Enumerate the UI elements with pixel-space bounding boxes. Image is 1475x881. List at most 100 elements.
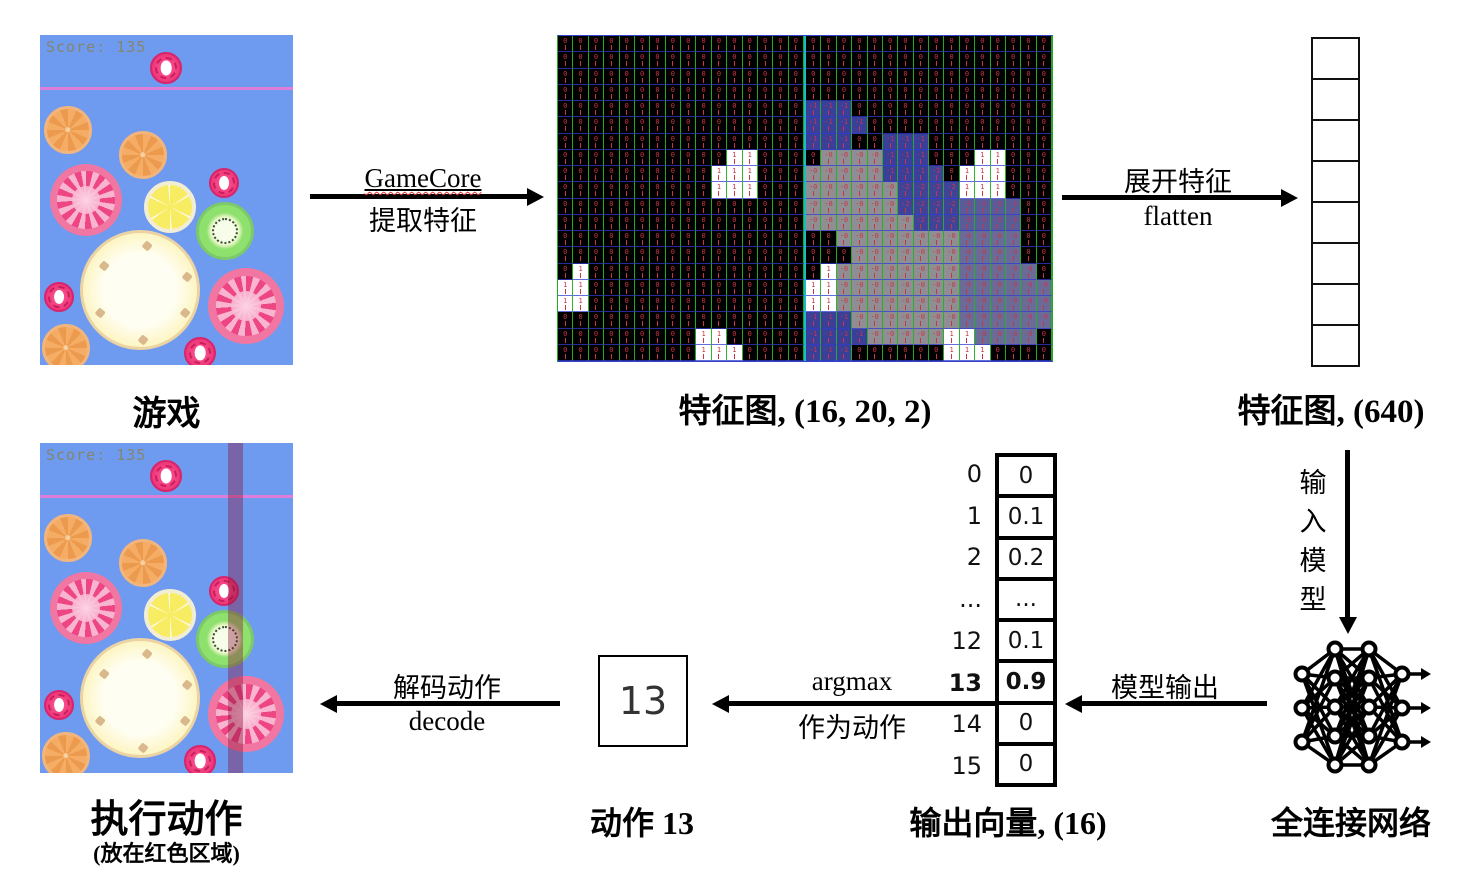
feature-cell: 0	[588, 296, 605, 313]
feature-cell: -0	[959, 247, 976, 264]
feature-cell: -0	[944, 247, 960, 264]
feature-cell: 0	[558, 214, 574, 231]
feature-cell: 0	[696, 247, 712, 264]
smallpink-fruit	[150, 52, 182, 84]
feature-cell: 0	[1036, 231, 1052, 248]
feature-cell: 1	[558, 296, 574, 313]
pineapple-fruit	[80, 638, 200, 758]
feature-cell: 0	[696, 166, 712, 183]
feature-cell: 0	[681, 133, 697, 150]
feature-cell: 0	[788, 36, 804, 53]
feature-cell: -0	[852, 149, 868, 166]
feature-cell: 0	[681, 68, 697, 85]
tomato-fruit	[50, 164, 122, 236]
feature-cell: 0	[681, 166, 697, 183]
feature-cell: 0	[867, 68, 883, 85]
feature-cell: 0	[634, 166, 651, 183]
vector-cell	[1313, 244, 1358, 285]
feature-cell: -0	[867, 182, 883, 199]
feature-cell: 0	[634, 84, 651, 101]
feature-cell: 0	[573, 182, 589, 199]
feature-cell: -0	[990, 279, 1006, 296]
feature-cell: 0	[650, 36, 666, 53]
feature-cell: 0	[773, 101, 789, 118]
feature-cell: 0	[1021, 182, 1037, 199]
feature-cell: 0	[990, 68, 1006, 85]
feature-cell: -0	[975, 328, 991, 345]
extract-features-label: 提取特征	[369, 206, 477, 236]
feature-cell: 0	[665, 198, 681, 215]
feature-cell: -0	[882, 312, 899, 329]
feature-cell: -0	[1036, 296, 1052, 313]
sp-ring	[188, 749, 212, 773]
feature-cell: -1	[806, 117, 822, 134]
feature-cell: -0	[882, 214, 899, 231]
neural-network-icon	[1293, 640, 1431, 774]
feature-cell: 0	[558, 344, 574, 361]
feature-cell: 1	[573, 296, 589, 313]
feature-cell: 0	[727, 198, 743, 215]
feature-cell: 0	[1021, 149, 1037, 166]
flatten-label-en: flatten	[1143, 201, 1213, 231]
output-value: 0.9	[999, 663, 1053, 705]
feature-cell: 0	[604, 68, 620, 85]
feature-cell: 0	[665, 296, 681, 313]
feature-cell: 0	[742, 344, 758, 361]
feature-cell: 0	[929, 101, 945, 118]
feature-cell: 0	[588, 117, 605, 134]
feature-cell: 0	[650, 166, 666, 183]
feature-cell: 0	[1021, 52, 1037, 69]
feature-cell: 0	[773, 312, 789, 329]
feature-cell: 0	[742, 101, 758, 118]
feature-cell: 0	[944, 36, 960, 53]
smallpink-fruit	[44, 690, 74, 720]
feature-cell: 0	[681, 231, 697, 248]
feature-cell: 0	[604, 133, 620, 150]
feature-cell: -0	[821, 198, 837, 215]
feature-cell: 0	[757, 263, 774, 280]
feature-cell: 0	[634, 296, 651, 313]
feature-cell: 0	[773, 198, 789, 215]
feature-cell: 0	[650, 117, 666, 134]
feature-cell: -1	[821, 344, 837, 361]
feature-cell: 0	[573, 312, 589, 329]
feature-cell: 0	[727, 328, 743, 345]
tomato-fruit	[50, 572, 122, 644]
feature-cell: 0	[604, 231, 620, 248]
feature-cell: 1	[990, 182, 1006, 199]
feature-cell: 0	[634, 214, 651, 231]
feature-cell: 0	[757, 279, 774, 296]
feature-cell: 1	[821, 263, 837, 280]
feature-cell: -0	[836, 149, 853, 166]
feature-cell: 0	[806, 247, 822, 264]
feature-cell: 0	[1005, 344, 1022, 361]
or-core	[63, 753, 69, 759]
kw-seeds	[212, 626, 238, 652]
feature-cell: 1	[959, 166, 976, 183]
feature-cell: 0	[757, 198, 774, 215]
feature-cell: -0	[882, 263, 899, 280]
feature-cell: 0	[665, 68, 681, 85]
feature-cell: 0	[588, 182, 605, 199]
feature-cell: 0	[742, 296, 758, 313]
feature-cell: 0	[1021, 166, 1037, 183]
feature-cell: 0	[773, 344, 789, 361]
feature-cell: 1	[742, 166, 758, 183]
feature-cell: 0	[619, 312, 635, 329]
feature-cell: 0	[757, 68, 774, 85]
feature-cell: 0	[867, 117, 883, 134]
feature-cell: -1	[898, 166, 914, 183]
feature-cell: 0	[573, 84, 589, 101]
feature-cell: 0	[696, 101, 712, 118]
feature-cell: 1	[975, 166, 991, 183]
feature-cell: 0	[681, 214, 697, 231]
feature-cell: 0	[573, 36, 589, 53]
feature-cell: 0	[604, 344, 620, 361]
feature-cell: 0	[558, 133, 574, 150]
feature-cell: -0	[929, 247, 945, 264]
feature-cell: 0	[650, 263, 666, 280]
feature-cell: 0	[558, 68, 574, 85]
feature-cell: 0	[742, 328, 758, 345]
feature-cell: 0	[975, 133, 991, 150]
